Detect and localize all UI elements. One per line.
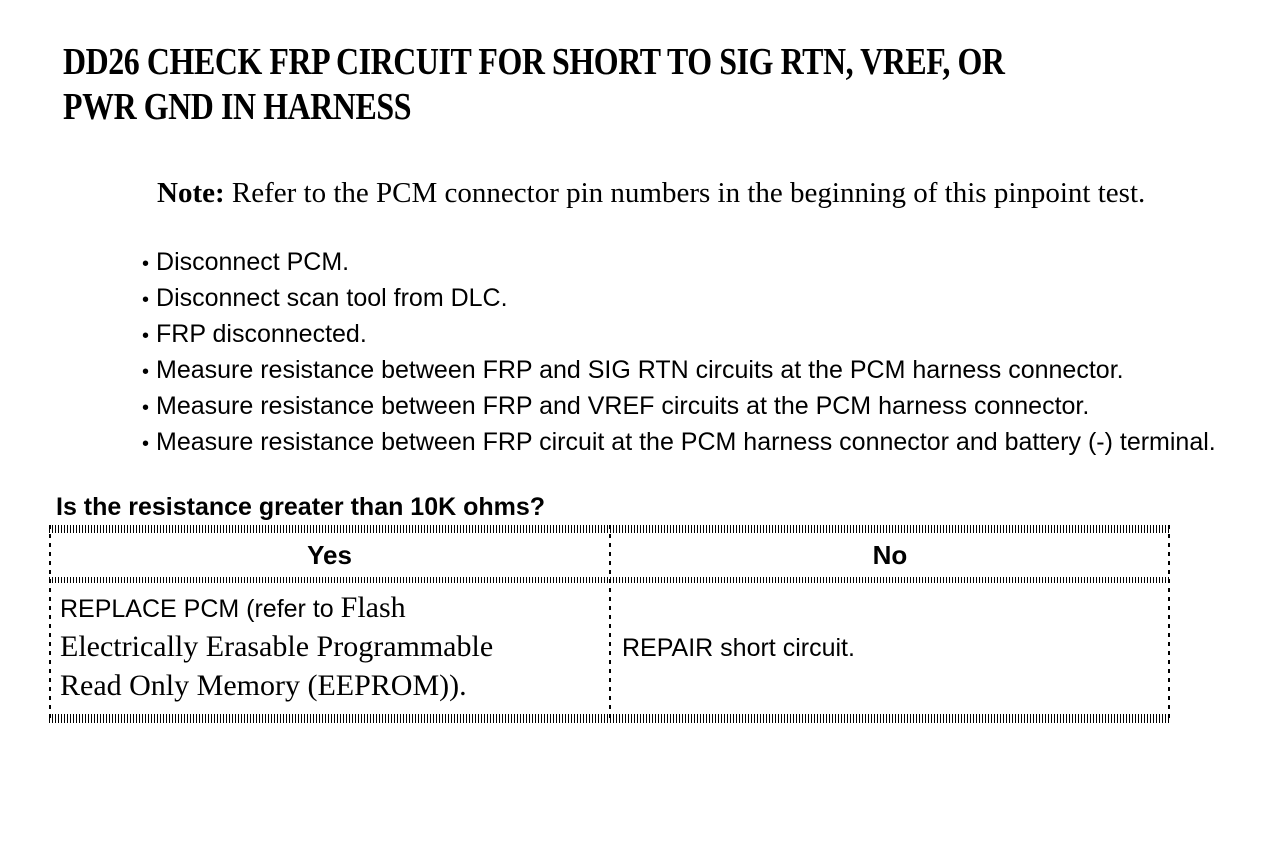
checklist-item: • Measure resistance between FRP and SIG … — [142, 353, 1247, 389]
checklist-item-text: Measure resistance between FRP and SIG R… — [156, 356, 1124, 384]
yes-column-header: Yes — [307, 539, 352, 570]
note: Note: Refer to the PCM connector pin num… — [157, 172, 1237, 215]
no-action-cell: REPAIR short circuit. — [610, 583, 1170, 714]
bullet-icon: • — [142, 325, 150, 347]
results-table: Yes No REPLACE PCM (refer to Flash Elect… — [49, 525, 1170, 723]
yes-action-cell: REPLACE PCM (refer to Flash Electrically… — [49, 583, 610, 714]
checklist-item-text: FRP disconnected. — [156, 320, 367, 348]
note-label: Note: — [157, 177, 225, 209]
table-column-divider — [609, 525, 611, 723]
bullet-icon: • — [142, 397, 150, 419]
yes-action-text: REPLACE PCM (refer to — [60, 595, 341, 623]
checklist-item-text: Measure resistance between FRP circuit a… — [156, 428, 1216, 456]
checklist-item: • FRP disconnected. — [142, 317, 1247, 353]
checklist-item-text: Disconnect PCM. — [156, 248, 350, 276]
checklist-item: • Disconnect PCM. — [142, 245, 1247, 281]
checklist-item-text: Disconnect scan tool from DLC. — [156, 284, 508, 312]
bullet-icon: • — [142, 289, 150, 311]
bullet-icon: • — [142, 361, 150, 383]
bullet-icon: • — [142, 253, 150, 275]
checklist-item-text: Measure resistance between FRP and VREF … — [156, 392, 1090, 420]
no-column-header: No — [872, 539, 908, 570]
page-title-line-1: DD26 CHECK FRP CIRCUIT FOR SHORT TO SIG … — [63, 41, 1005, 83]
pinpoint-test-page: DD26 CHECK FRP CIRCUIT FOR SHORT TO SIG … — [0, 40, 1280, 854]
page-title-line-2: PWR GND IN HARNESS — [63, 86, 412, 128]
checklist: • Disconnect PCM. • Disconnect scan tool f… — [142, 245, 1247, 461]
checklist-item: • Disconnect scan tool from DLC. — [142, 281, 1247, 317]
bullet-icon: • — [142, 433, 150, 455]
yes-action-reference: Flash Electrically Erasable Programmable… — [60, 591, 494, 702]
table-header-row: Yes No — [49, 533, 1170, 577]
checklist-item: • Measure resistance between FRP and VREF… — [142, 389, 1247, 425]
question-text: Is the resistance greater than 10K ohms? — [56, 493, 546, 521]
no-action-text: REPAIR short circuit. — [622, 634, 855, 662]
table-border-right — [1168, 525, 1170, 723]
table-body-row: REPLACE PCM (refer to Flash Electrically… — [49, 583, 1170, 714]
note-text: Refer to the PCM connector pin numbers i… — [224, 177, 1146, 209]
checklist-item: • Measure resistance between FRP circuit … — [142, 425, 1247, 461]
table-border-left — [49, 525, 51, 723]
page-title: DD26 CHECK FRP CIRCUIT FOR SHORT TO SIG … — [63, 40, 1280, 130]
